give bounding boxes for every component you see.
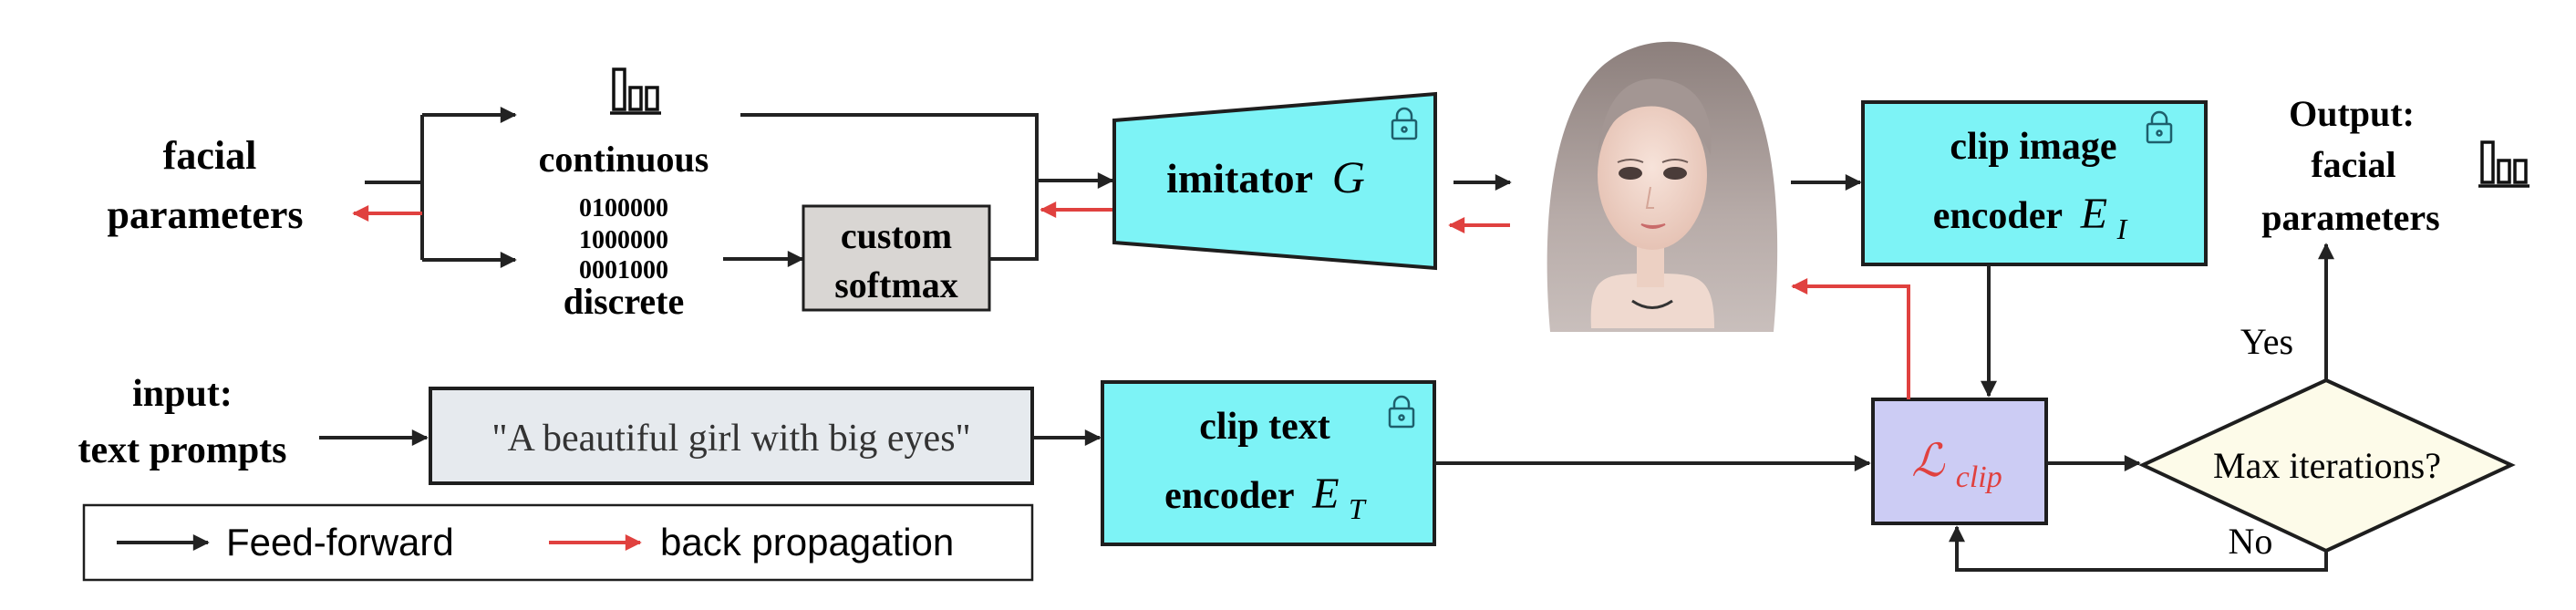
input-label-line1: input:: [132, 373, 233, 415]
custom-softmax-line2: softmax: [834, 264, 958, 305]
max-iterations-decision: [2138, 377, 2516, 553]
custom-softmax-box: [802, 204, 991, 312]
backprop-loss-to-face: [1791, 278, 1910, 399]
imitator-label-text: imitator: [1166, 155, 1313, 202]
clip-text-line1: clip text: [1199, 406, 1329, 448]
clip-loss-symbol: ℒ: [1911, 435, 1945, 486]
clip-text-line2-text: encoder: [1164, 475, 1294, 517]
lock-icon: [2146, 110, 2173, 144]
clip-text-symbol: E: [1311, 470, 1339, 518]
discrete-code-1: 0100000: [579, 194, 668, 222]
clip-text-encoder-box: [1101, 380, 1436, 546]
clip-image-line2-text: encoder: [1933, 195, 2063, 237]
continuous-to-imitator-path: [740, 113, 1114, 189]
prompt-box: [429, 387, 1034, 485]
clip-image-line2: encoder E I: [1933, 190, 2128, 245]
clip-text-subscript: T: [1349, 492, 1367, 525]
discrete-code-2: 1000000: [579, 226, 668, 254]
clip-text-line2: encoder E T: [1164, 470, 1367, 525]
legend-back-propagation-label: back propagation: [660, 521, 954, 563]
imitator-label: imitator G: [1166, 151, 1365, 202]
yes-label: Yes: [2240, 321, 2293, 362]
discrete-label: discrete: [564, 281, 685, 322]
softmax-to-imitator-line: [989, 181, 1039, 261]
face-render-image: [1514, 31, 1787, 332]
facial-params-label-line2: parameters: [107, 192, 303, 237]
lock-icon: [1391, 107, 1418, 140]
imitator-symbol: G: [1332, 151, 1365, 202]
clip-loss-subscript: clip: [1956, 460, 2002, 494]
input-label-line2: text prompts: [78, 429, 286, 471]
clip-image-subscript: I: [2116, 212, 2128, 245]
decision-no-loop: [1949, 525, 2328, 572]
clip-loss-label: ℒ clip: [1911, 435, 2002, 494]
output-line3: parameters: [2261, 197, 2439, 238]
max-iterations-label: Max iterations?: [2213, 445, 2441, 486]
no-label: No: [2229, 521, 2273, 562]
bar-chart-icon: [610, 67, 661, 115]
output-line1: Output:: [2289, 93, 2415, 134]
clip-image-symbol: E: [2080, 190, 2107, 238]
clip-image-encoder-box: [1861, 100, 2208, 266]
facial-params-label-line1: facial: [163, 133, 257, 178]
prompt-text: "A beautiful girl with big eyes": [491, 418, 970, 460]
input-fork: [365, 107, 517, 268]
legend-feed-forward-label: Feed-forward: [226, 521, 454, 563]
output-line2: facial: [2311, 144, 2395, 185]
continuous-label: continuous: [539, 139, 709, 180]
clip-image-line1: clip image: [1950, 126, 2116, 168]
custom-softmax-line1: custom: [841, 215, 952, 256]
lock-icon: [1388, 395, 1415, 429]
bar-chart-icon: [2478, 140, 2529, 188]
imitator-box: [1112, 91, 1437, 271]
discrete-code-3: 0001000: [579, 256, 668, 284]
